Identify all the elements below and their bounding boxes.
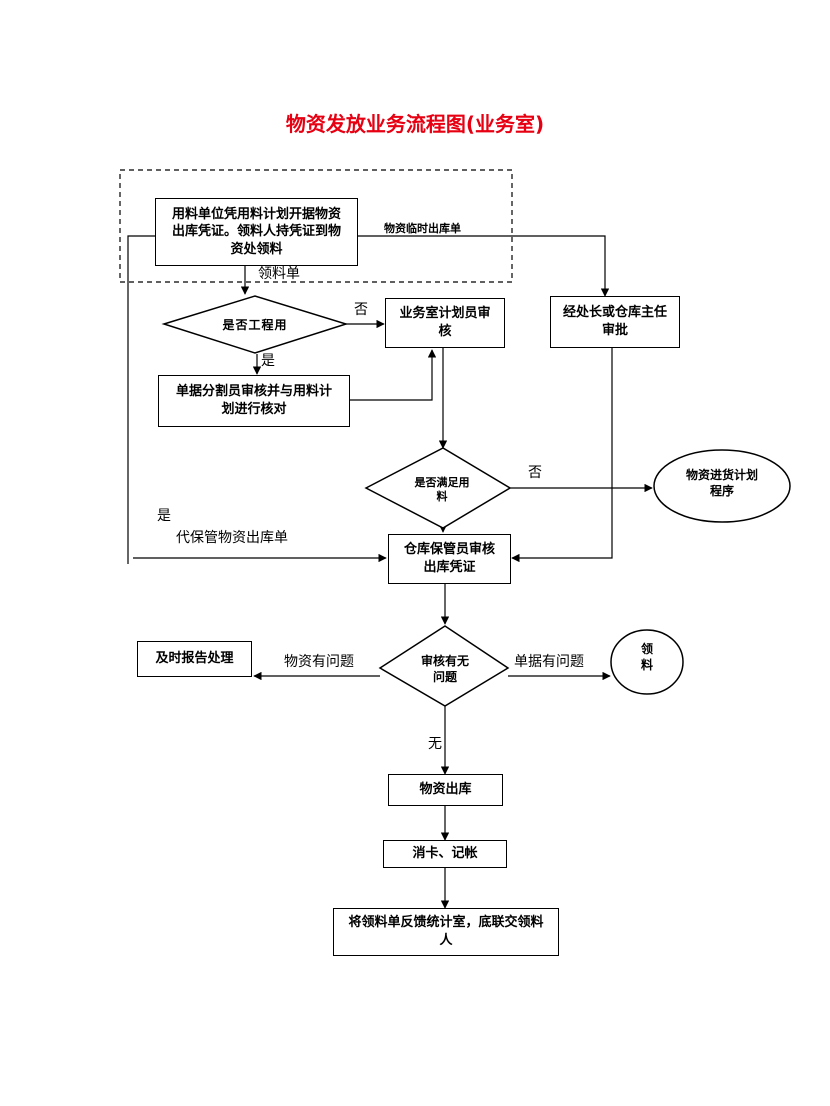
- page-title: 物资发放业务流程图(业务室): [285, 112, 545, 136]
- diamond-n9: [378, 625, 510, 707]
- node-n5: 单据分割员审核并与用料计划进行核对: [158, 375, 350, 427]
- node-n13: 消卡、记帐: [383, 840, 507, 868]
- label-custody-slip: 代保管物资出库单: [176, 530, 288, 546]
- arrow-n4-to-n8: [511, 348, 613, 563]
- label-material-problem: 物资有问题: [284, 654, 354, 670]
- node-n8: 仓库保管员审核出库凭证: [388, 534, 511, 584]
- ellipse-n11: [610, 629, 684, 695]
- label-yes-1: 是: [261, 353, 275, 369]
- label-temp-slip: 物资临时出库单: [384, 222, 461, 235]
- node-n2: 是否工程用: [222, 318, 288, 332]
- label-document-problem: 单据有问题: [514, 654, 584, 670]
- node-n9: 审核有无问题: [420, 654, 469, 684]
- arrow-temp-to-approval: [357, 235, 610, 297]
- node-n4: 经处长或仓库主任审批: [550, 296, 680, 348]
- label-no-1: 否: [354, 302, 368, 318]
- node-n11: 领料: [640, 642, 653, 672]
- ellipse-n7: [653, 449, 791, 523]
- label-none: 无: [428, 736, 442, 752]
- node-n12: 物资出库: [388, 774, 503, 806]
- diamond-n6: [364, 447, 512, 529]
- diamond-n2: [161, 295, 349, 354]
- label-no-2: 否: [528, 465, 542, 481]
- left-vertical-line: [127, 235, 155, 564]
- node-n7: 物资进货计划程序: [685, 468, 758, 498]
- node-n3: 业务室计划员审核: [385, 298, 505, 348]
- node-n1: 用料单位凭用料计划开据物资出库凭证。领料人持凭证到物资处领料: [155, 198, 358, 266]
- label-yes-2: 是: [157, 508, 171, 524]
- arrow-n5-to-n3: [350, 349, 437, 401]
- node-n14: 将领料单反馈统计室，底联交领料人: [333, 908, 559, 956]
- node-n10: 及时报告处理: [137, 641, 252, 677]
- node-n6: 是否满足用料: [414, 476, 470, 504]
- label-lingliao: 领料单: [258, 266, 300, 282]
